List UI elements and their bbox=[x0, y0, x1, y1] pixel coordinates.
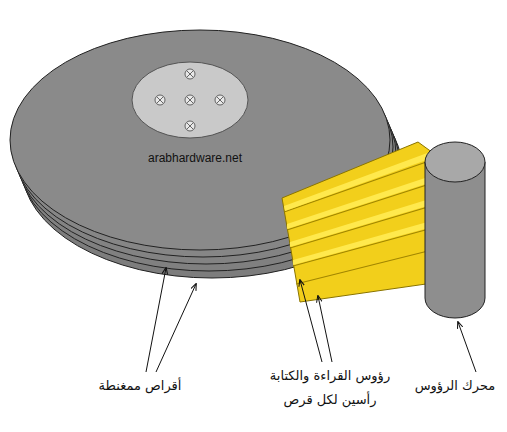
part-label: أقراص ممغنطة bbox=[99, 378, 182, 394]
actuator-cylinder bbox=[425, 142, 485, 318]
part-label: محرك الرؤوس bbox=[415, 378, 496, 394]
spindle-hub bbox=[132, 62, 248, 138]
leader-lines bbox=[146, 268, 476, 372]
part-label: رؤوس القراءة والكتابة bbox=[270, 368, 390, 384]
part-note: رأسين لكل قرص bbox=[284, 392, 377, 408]
head-arms bbox=[282, 142, 440, 302]
watermark: arabhardware.net bbox=[148, 151, 242, 165]
